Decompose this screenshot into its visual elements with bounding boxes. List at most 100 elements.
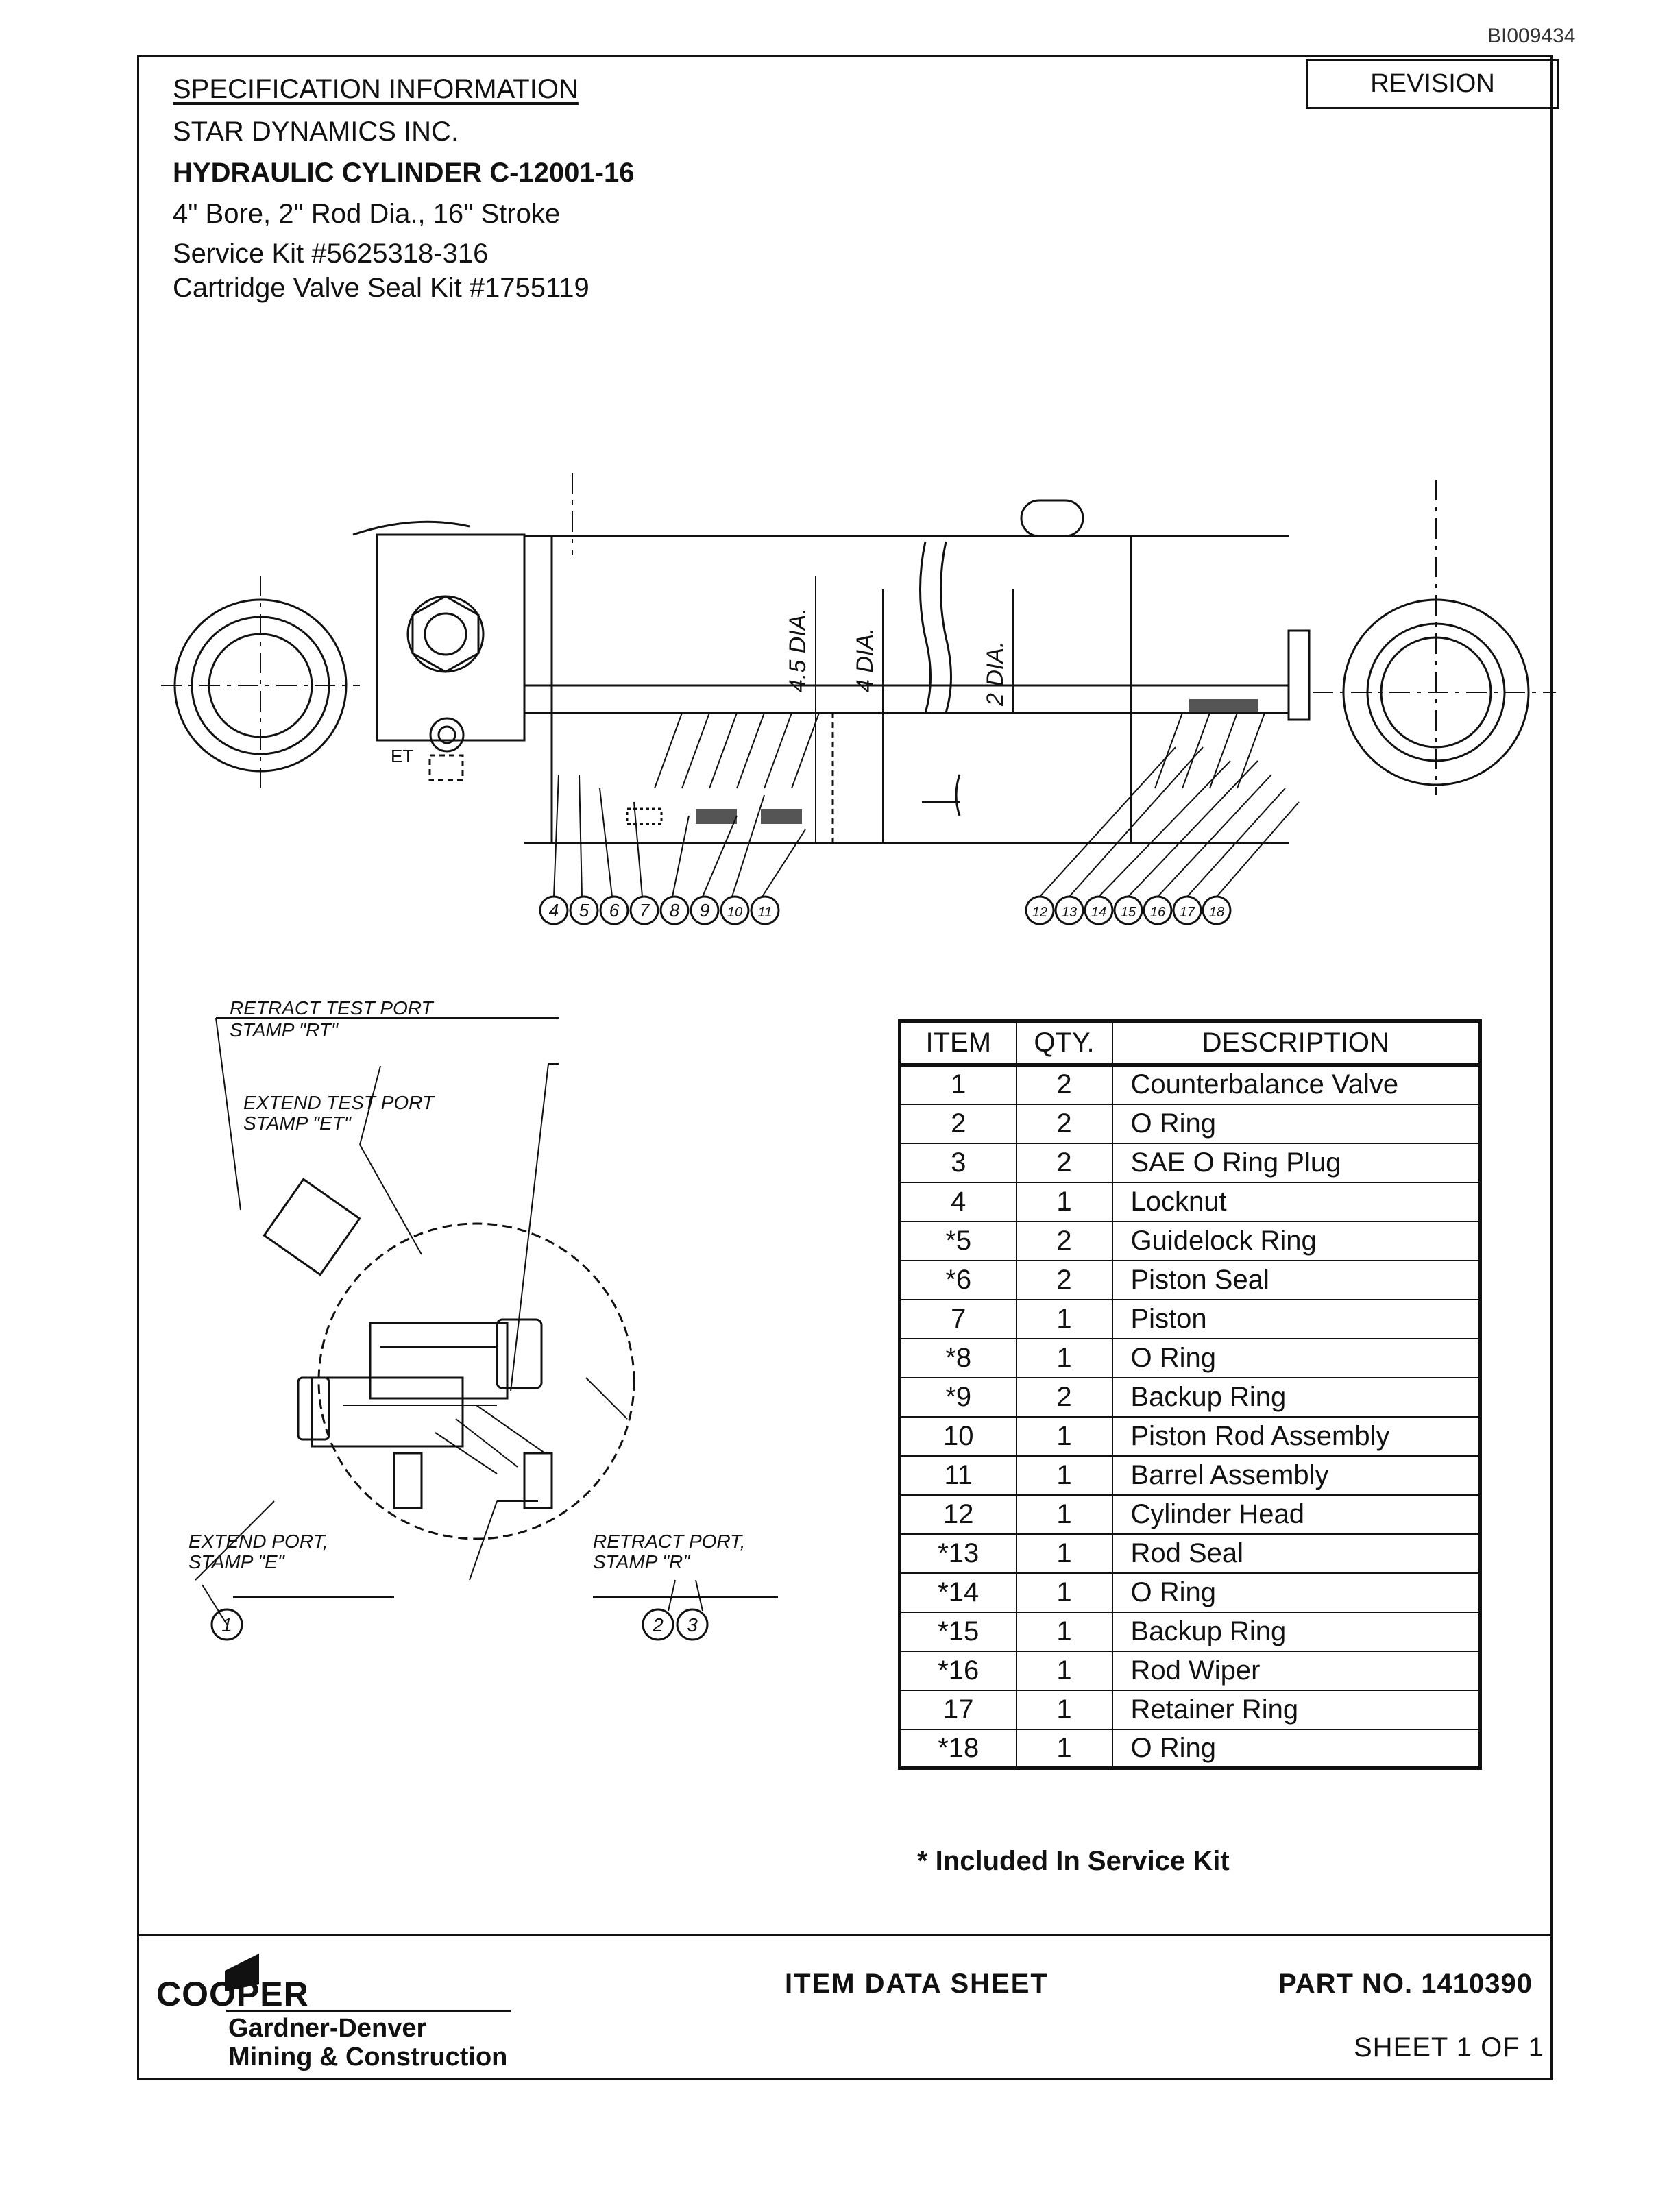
callout-number: 3 xyxy=(687,1614,698,1636)
dim-label-bore-od: 4.5 DIA. xyxy=(785,608,811,692)
header-qty: QTY. xyxy=(1015,1020,1113,1067)
callout-number: 18 xyxy=(1209,905,1224,920)
valve-callout-group: 1 2 3 xyxy=(210,1608,709,1641)
brand-underline xyxy=(226,2010,511,2012)
description-cell: Piston xyxy=(1111,1298,1481,1339)
qty-cell: 1 xyxy=(1015,1494,1113,1535)
callout-bubble xyxy=(1202,895,1232,925)
sheet-type: ITEM DATA SHEET xyxy=(785,1969,1049,1999)
qty-cell: 2 xyxy=(1015,1220,1113,1261)
description-cell: Backup Ring xyxy=(1111,1376,1481,1418)
callout-number: 2 xyxy=(652,1614,664,1636)
callout-bubble xyxy=(659,895,690,925)
label-retract-test-port: RETRACT TEST PORT xyxy=(230,997,435,1019)
left-leader-lines xyxy=(553,774,806,897)
port-mark-et: ET xyxy=(391,746,413,766)
item-cell: *16 xyxy=(899,1650,1017,1691)
item-cell: 3 xyxy=(899,1142,1017,1183)
item-cell: *6 xyxy=(899,1259,1017,1300)
service-kit-note: * Included In Service Kit xyxy=(917,1846,1230,1876)
footer-divider xyxy=(137,1934,1553,1936)
spec-valve-kit: Cartridge Valve Seal Kit #1755119 xyxy=(173,273,589,303)
spec-heading: SPECIFICATION INFORMATION xyxy=(173,74,579,104)
spec-company: STAR DYNAMICS INC. xyxy=(173,117,459,147)
dim-label-bore: 4 DIA. xyxy=(852,628,878,692)
callout-bubble xyxy=(1025,895,1055,925)
item-cell: 1 xyxy=(899,1064,1017,1105)
callout-bubble xyxy=(569,895,599,925)
label-retract-test-stamp: STAMP "RT" xyxy=(230,1019,339,1041)
callout-number: 1 xyxy=(221,1614,232,1636)
right-leader-lines xyxy=(1039,746,1300,897)
parts-table-header: ITEM QTY. DESCRIPTION xyxy=(899,1020,1481,1067)
callout-number: 7 xyxy=(640,900,650,921)
label-extend-stamp: STAMP "E" xyxy=(188,1551,285,1572)
callout-bubble xyxy=(750,895,780,925)
revision-box: REVISION xyxy=(1306,59,1559,109)
callout-bubble xyxy=(629,895,659,925)
item-cell: 10 xyxy=(899,1415,1017,1457)
description-cell: SAE O Ring Plug xyxy=(1111,1142,1481,1183)
qty-cell: 2 xyxy=(1015,1142,1113,1183)
callout-number: 14 xyxy=(1091,905,1106,920)
qty-cell: 1 xyxy=(1015,1298,1113,1339)
description-cell: Backup Ring xyxy=(1111,1611,1481,1652)
callout-bubble xyxy=(720,895,750,925)
label-retract-stamp: STAMP "R" xyxy=(593,1551,690,1572)
description-cell: O Ring xyxy=(1111,1728,1481,1769)
header-item: ITEM xyxy=(899,1020,1017,1067)
callout-bubble xyxy=(1172,895,1202,925)
qty-cell: 1 xyxy=(1015,1533,1113,1574)
valve-body-outline xyxy=(317,1222,635,1540)
callout-number: 16 xyxy=(1150,905,1166,920)
description-cell: O Ring xyxy=(1111,1337,1481,1378)
callout-bubble xyxy=(1054,895,1084,925)
label-retract-port: RETRACT PORT, xyxy=(593,1531,745,1552)
qty-cell: 1 xyxy=(1015,1650,1113,1691)
callout-bubble xyxy=(1084,895,1114,925)
callout-number: 9 xyxy=(700,900,709,921)
description-cell: Piston Seal xyxy=(1111,1259,1481,1300)
cap-end-block xyxy=(376,533,526,742)
description-cell: O Ring xyxy=(1111,1103,1481,1144)
item-cell: *8 xyxy=(899,1337,1017,1378)
item-cell: 4 xyxy=(899,1181,1017,1222)
callout-number: 4 xyxy=(549,900,559,921)
qty-cell: 1 xyxy=(1015,1572,1113,1613)
callout-number: 8 xyxy=(670,900,680,921)
item-cell: 7 xyxy=(899,1298,1017,1339)
qty-cell: 1 xyxy=(1015,1611,1113,1652)
document-id: BI009434 xyxy=(1487,25,1576,47)
sheet-count: SHEET 1 OF 1 xyxy=(1354,2032,1545,2063)
part-number: PART NO. 1410390 xyxy=(1278,1969,1533,1999)
description-cell: Locknut xyxy=(1111,1181,1481,1222)
spec-service-kit: Service Kit #5625318-316 xyxy=(173,239,489,269)
description-cell: O Ring xyxy=(1111,1572,1481,1613)
callout-number: 15 xyxy=(1121,905,1136,920)
cylinder-section-drawing: ET 4.5 DIA. 4 DIA. 2 DIA. xyxy=(161,473,1556,925)
item-cell: *15 xyxy=(899,1611,1017,1652)
callout-number: 12 xyxy=(1032,905,1047,920)
item-cell: *5 xyxy=(899,1220,1017,1261)
item-cell: 2 xyxy=(899,1103,1017,1144)
description-cell: Rod Wiper xyxy=(1111,1650,1481,1691)
callout-bubble xyxy=(210,1608,243,1641)
qty-cell: 1 xyxy=(1015,1181,1113,1222)
valve-hatching xyxy=(435,1377,628,1474)
item-cell: 11 xyxy=(899,1455,1017,1496)
callout-bubble xyxy=(1113,895,1143,925)
qty-cell: 2 xyxy=(1015,1103,1113,1144)
